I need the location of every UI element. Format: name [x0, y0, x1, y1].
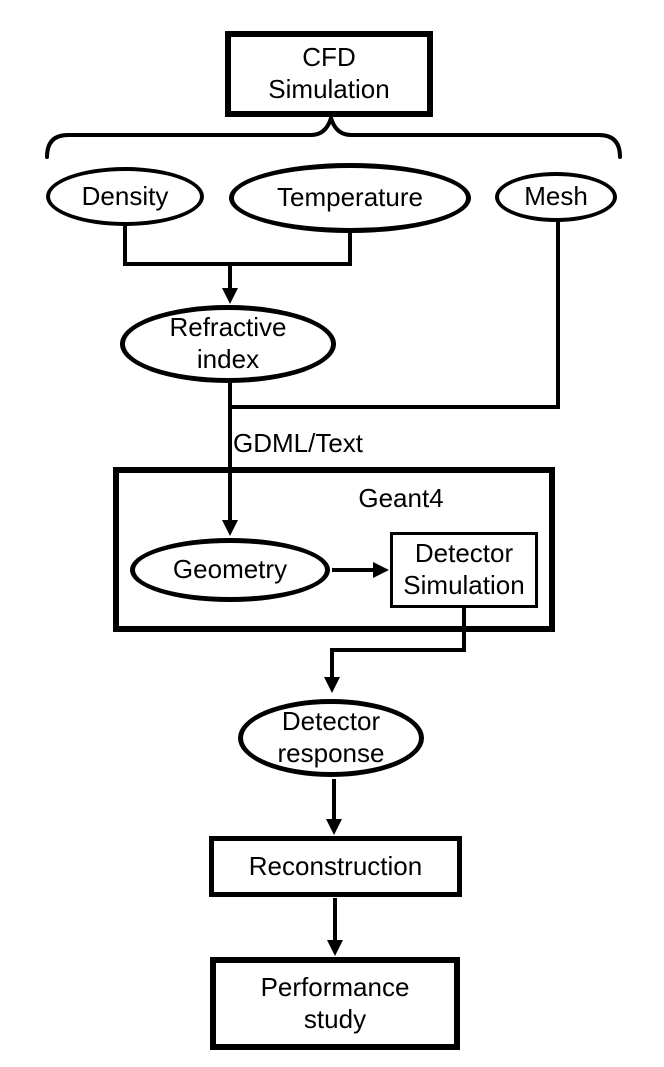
node-performance-study-label: Performance study: [260, 971, 410, 1034]
node-detector-simulation-label: Detector Simulation: [403, 538, 525, 600]
node-performance-study: Performance study: [210, 957, 460, 1050]
node-temperature-label: Temperature: [277, 182, 423, 213]
arrowhead-refractive: [222, 288, 238, 304]
node-refractive-index: Refractive index: [120, 305, 336, 383]
edge-mesh-join: [232, 221, 560, 409]
node-cfd-simulation-label: CFD Simulation: [268, 42, 390, 104]
node-detector-simulation: Detector Simulation: [390, 532, 538, 608]
arrowhead-perf: [327, 940, 343, 956]
node-mesh: Mesh: [495, 172, 617, 222]
node-density-label: Density: [81, 180, 169, 211]
node-geometry: Geometry: [130, 538, 330, 602]
edge-density-temperature-merge: [123, 223, 352, 266]
node-temperature: Temperature: [229, 163, 471, 233]
edge-label-gdml-text: GDML/Text: [233, 428, 364, 458]
node-reconstruction: Reconstruction: [209, 836, 462, 897]
node-mesh-label: Mesh: [524, 181, 588, 212]
arrowhead-detsim: [373, 562, 389, 578]
node-geometry-label: Geometry: [172, 554, 288, 585]
node-geant4-label: Geant4: [358, 483, 444, 513]
brace: [45, 110, 622, 159]
arrowhead-detresponse: [324, 677, 340, 693]
node-detector-response: Detector response: [238, 699, 424, 777]
arrowhead-recon: [326, 819, 342, 835]
arrowhead-geometry: [222, 520, 238, 536]
node-reconstruction-label: Reconstruction: [248, 850, 423, 881]
node-cfd-simulation: CFD Simulation: [225, 31, 433, 117]
node-geant4-container: Geant4: [113, 467, 555, 632]
node-density: Density: [46, 167, 204, 226]
node-detector-response-label: Detector response: [277, 706, 385, 768]
node-refractive-index-label: Refractive index: [169, 312, 287, 374]
